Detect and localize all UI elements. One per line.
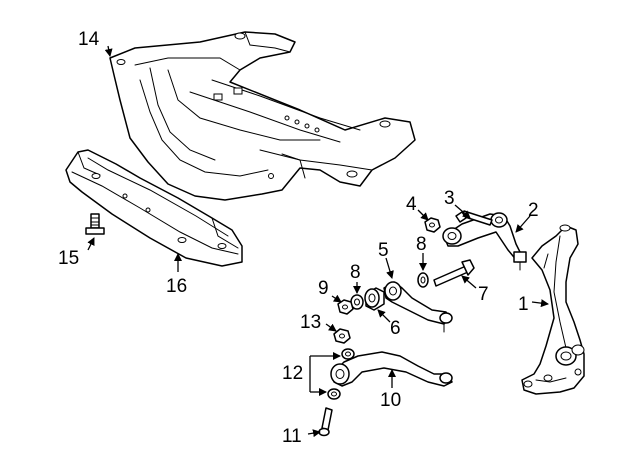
callout-13: 13	[300, 312, 321, 333]
leader-5	[385, 257, 394, 279]
washer-upper-part[interactable]	[417, 272, 429, 288]
leader-14	[104, 45, 113, 57]
callout-labels: 1 2 3 4 5 6 7 8 8 9 10 11 12 13 14 15 16	[58, 29, 539, 447]
callout-2: 2	[528, 200, 539, 221]
bushing-lower-part[interactable]	[327, 388, 341, 400]
front-subframe-part[interactable]	[109, 31, 416, 201]
callout-14: 14	[78, 29, 100, 50]
callout-3: 3	[444, 188, 455, 209]
upper-control-arm-part[interactable]	[442, 212, 527, 271]
leader-4	[417, 209, 429, 221]
nut-9-part[interactable]	[337, 299, 354, 315]
leader-1	[531, 299, 549, 308]
callout-15: 15	[58, 248, 79, 269]
leader-6	[377, 309, 391, 323]
leader-lines	[87, 45, 549, 438]
callout-11: 11	[282, 426, 302, 447]
callout-1: 1	[518, 294, 529, 315]
callout-7: 7	[478, 284, 489, 305]
callout-9: 9	[318, 278, 329, 299]
bolt-part[interactable]	[85, 213, 105, 235]
callout-10: 10	[380, 390, 401, 411]
leader-13	[325, 323, 337, 332]
long-bolt-part[interactable]	[433, 259, 475, 287]
bushing-part[interactable]	[364, 287, 385, 311]
callout-16: 16	[166, 276, 187, 297]
cross-brace-part[interactable]	[65, 149, 243, 267]
callout-8-lower: 8	[350, 262, 361, 283]
callout-12: 12	[282, 363, 303, 384]
lower-bolt-part[interactable]	[318, 407, 333, 437]
callout-8-upper: 8	[416, 234, 427, 255]
front-lower-arm-part[interactable]	[383, 281, 453, 333]
leader-7	[461, 275, 477, 289]
steering-knuckle-part[interactable]	[521, 224, 585, 395]
leader-2	[515, 215, 531, 233]
leader-15	[87, 237, 95, 251]
bushing-upper-part[interactable]	[341, 348, 355, 360]
nut-13-part[interactable]	[333, 328, 351, 344]
leader-3	[454, 204, 471, 219]
leader-9	[331, 294, 342, 303]
callout-6: 6	[390, 318, 401, 339]
leader-11	[307, 429, 321, 438]
upper-nut-part[interactable]	[424, 217, 441, 233]
callout-4: 4	[406, 194, 417, 215]
callout-5: 5	[378, 240, 389, 261]
